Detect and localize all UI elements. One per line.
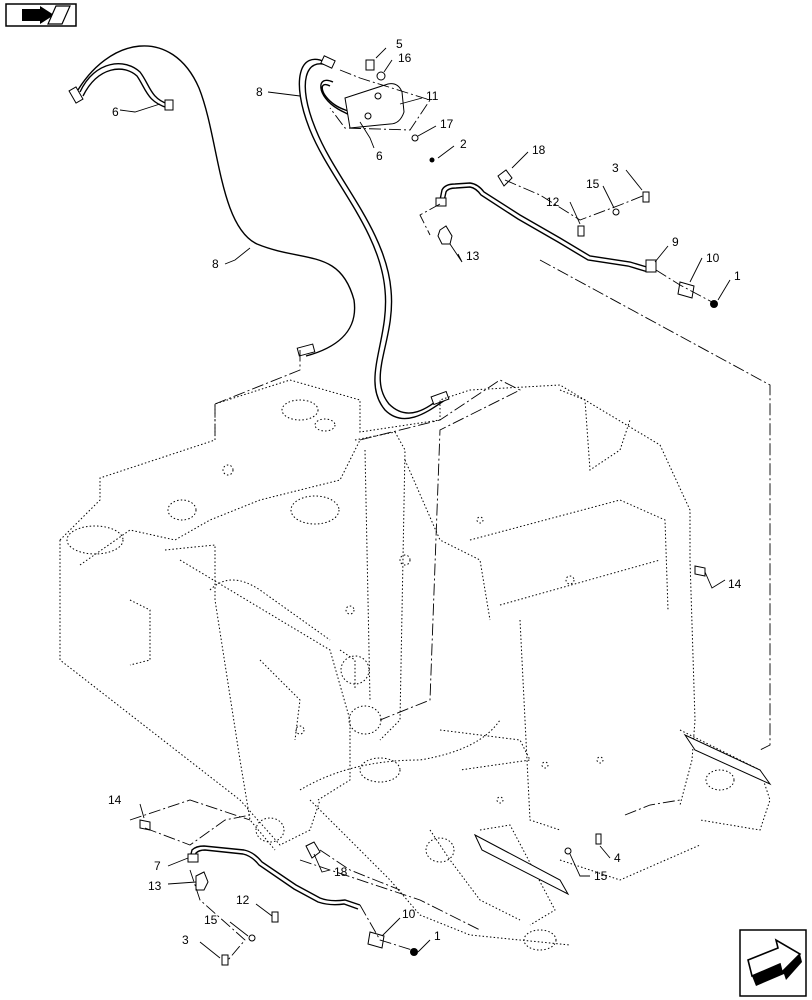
hose-8-left[interactable] [74,45,356,357]
callout-14: 14 [728,577,742,591]
callout-17: 17 [440,117,454,131]
callout-3: 3 [612,161,619,175]
hose-fitting [68,86,84,104]
track-guide-right [473,733,772,896]
steel-line-9-upper[interactable] [439,182,651,273]
callout-12: 12 [546,195,560,209]
callout-8: 8 [212,257,219,271]
callout-7: 7 [154,859,161,873]
bolt-3-lower[interactable] [221,954,229,966]
callout-18: 18 [334,865,348,879]
callout-4: 4 [614,851,621,865]
washer-15-upper[interactable] [612,208,620,216]
callout-13: 13 [148,879,162,893]
callout-5: 5 [396,37,403,51]
fitting-14-lower[interactable] [139,819,151,831]
elbow-13-lower[interactable] [195,871,209,891]
hose-fitting [296,343,316,357]
cap-1-lower[interactable] [410,948,418,956]
clip-18-lower[interactable] [305,841,321,859]
union-9[interactable] [645,259,657,273]
callout-14: 14 [108,793,122,807]
fitting-14-upper[interactable] [694,565,706,577]
callout-8: 8 [256,85,263,99]
fitting [187,853,199,863]
fitting-10-upper[interactable] [677,281,695,299]
elbow-13-upper[interactable] [437,225,453,245]
callout-9: 9 [672,235,679,249]
callout-13: 13 [466,249,480,263]
hose-8-right[interactable] [298,58,446,420]
loader-frame [59,379,771,951]
callout-10: 10 [402,907,416,921]
washer-17[interactable] [411,134,419,142]
bolt-3-upper[interactable] [642,191,650,203]
bolt-5[interactable] [365,59,375,71]
callout-15: 15 [586,177,600,191]
next-page-arrow-icon[interactable] [739,929,807,997]
clamp-12-lower[interactable] [271,911,279,923]
hose-fitting [430,390,450,406]
hose-6-left[interactable] [79,63,169,109]
nut-2[interactable] [429,157,435,163]
washer-15-lower[interactable] [248,934,256,942]
bracket-11[interactable] [344,83,405,129]
hose-fitting [164,99,174,111]
callout-labels: 5 16 8 11 6 6 17 2 18 3 15 12 9 10 1 13 … [108,37,742,947]
callout-10: 10 [706,251,720,265]
clamp-12-upper[interactable] [577,225,585,237]
leader-lines [119,47,731,959]
steel-line-7-lower[interactable] [189,845,361,910]
callout-3: 3 [182,933,189,947]
nut-16[interactable] [376,71,386,81]
callout-15: 15 [204,913,218,927]
callout-16: 16 [398,51,412,65]
fitting-10-lower[interactable] [367,931,385,949]
fitting [435,197,447,207]
book-arrow-icon[interactable] [5,3,77,27]
callout-6: 6 [376,149,383,163]
callout-11: 11 [426,89,439,103]
clip-18-upper[interactable] [497,169,513,187]
callout-12: 12 [236,893,250,907]
hose-fitting [320,55,336,69]
phantom-outline [129,259,771,931]
callout-15: 15 [594,869,608,883]
callout-18: 18 [532,143,546,157]
callout-1: 1 [734,269,741,283]
callout-1: 1 [434,929,441,943]
callout-6: 6 [112,105,119,119]
washer-15-mid[interactable] [564,847,572,855]
callout-2: 2 [460,137,467,151]
bolt-4[interactable] [595,833,602,845]
